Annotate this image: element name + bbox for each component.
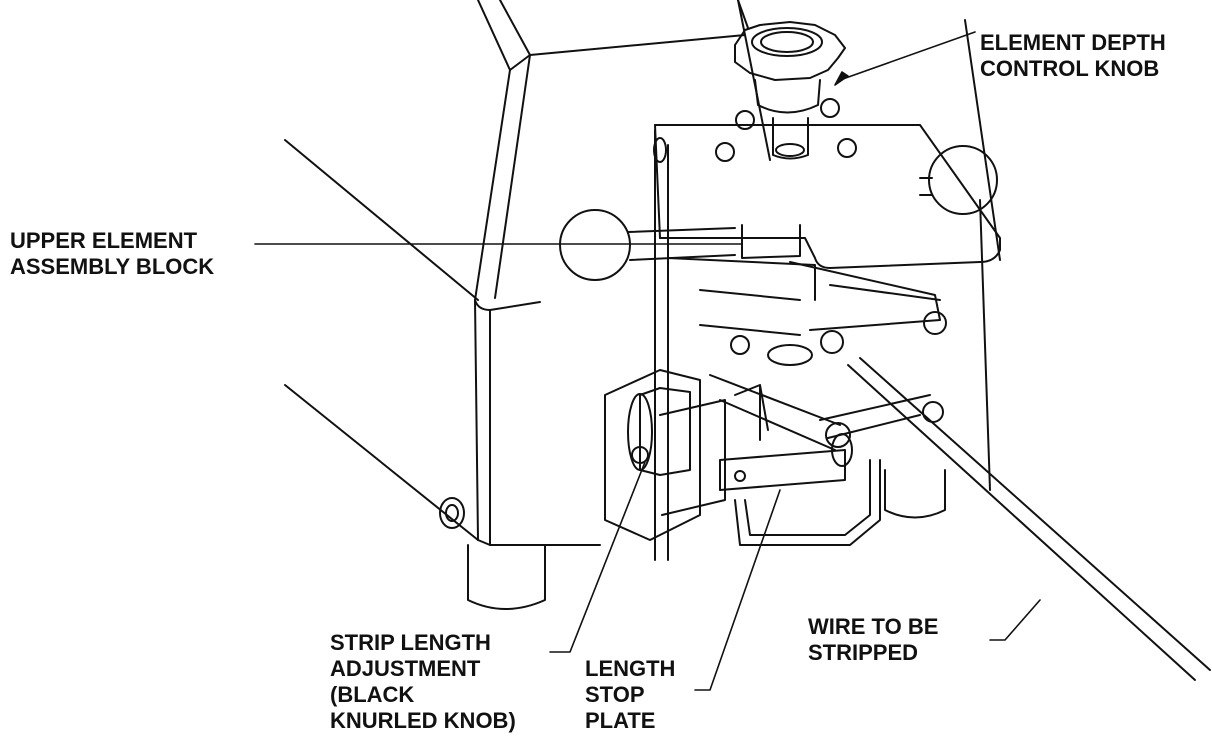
knob-set-screw [631,446,649,464]
upper-element-block [741,224,801,259]
leader-strip-length [549,461,646,653]
label-line: WIRE TO BE [808,614,939,639]
leader-depth-arrow [834,71,849,86]
leader-wire [989,599,1041,641]
knob-neck [754,79,821,114]
right-handle-rod [919,177,933,196]
label-length-stop-plate: LENGTH STOP PLATE [585,656,675,734]
slider-block [659,399,726,516]
bar-screw-4 [922,401,944,423]
label-upper-element-block: UPPER ELEMENT ASSEMBLY BLOCK [10,228,214,280]
bail-top [734,384,769,441]
label-line: CONTROL KNOB [980,56,1160,81]
label-line: STOP [585,682,645,707]
knob-knurled-cap [734,21,846,81]
top-screw-4 [837,138,857,158]
top-plate [654,98,1001,269]
label-element-depth-knob: ELEMENT DEPTH CONTROL KNOB [980,30,1166,82]
bar-screw-3 [825,422,851,448]
housing-right-edge [964,19,1001,261]
stop-plate-hole [734,470,746,482]
housing-front-left [474,69,511,301]
label-line: LENGTH [585,656,676,681]
frame-screw-upper [653,137,667,163]
knob-shaft [772,117,809,160]
upper-element-bar-top [829,284,941,301]
housing-bevel-left [477,0,511,71]
housing-base [477,539,601,546]
bail-bottom [734,459,881,546]
shaft-hole [775,143,805,157]
housing-front-left-inner [494,54,531,299]
leader-depth-knob [839,31,976,81]
side-panel-bottom-line [284,384,479,541]
left-handle-rod [627,227,736,261]
bar-screw-1 [820,330,844,354]
upper-guide [667,257,816,301]
housing [284,0,1001,610]
label-line: ELEMENT DEPTH [980,30,1166,55]
label-line: ASSEMBLY BLOCK [10,254,215,279]
middle-screw [730,335,750,355]
bail-bottom-inner [744,459,871,536]
side-panel-top-line [284,139,479,301]
middle-guide [699,289,801,336]
lower-hole [831,433,853,467]
side-bolt [439,497,465,529]
strip-length-mechanism [604,369,881,546]
leader-length-stop [694,489,781,691]
side-bolt-inner [445,504,459,522]
wire-bottom-edge [859,357,1211,671]
upper-element-bar [789,261,941,331]
knob-top-inner [760,31,814,53]
label-line: UPPER ELEMENT [10,228,198,253]
right-ball-handle [928,145,998,215]
housing-corner [474,299,541,311]
wire-top-edge [847,364,1196,681]
label-line: ADJUSTMENT [330,656,481,681]
top-screw-2 [820,98,840,118]
housing-bevel-inner [499,0,531,56]
label-line: KNURLED KNOB) [330,708,516,733]
housing-right-top [737,0,749,29]
top-screw-1 [735,110,755,130]
knob-top-face [751,27,823,57]
knob-face [627,393,653,471]
housing-top-edge [509,0,746,71]
strip-length-housing [604,369,701,541]
middle-hole [767,344,813,366]
bar-screw-2 [923,311,947,335]
label-line: STRIPPED [808,640,919,665]
top-plate-outline [654,124,1001,269]
foot-left [467,544,546,610]
leader-lines [254,31,1041,691]
wire [847,357,1211,681]
label-line: (BLACK [330,682,415,707]
foot-right [884,469,946,519]
ball-handles [559,145,998,281]
depth-knob [734,21,846,160]
housing-front-edge-outer [474,299,479,541]
label-wire-to-be-stripped: WIRE TO BE STRIPPED [808,614,938,666]
length-stop-plate [719,449,846,491]
housing-right-lower [979,199,991,491]
label-line: PLATE [585,708,656,733]
top-screw-3 [715,142,735,162]
lower-guide [709,374,841,451]
label-strip-length-adjustment: STRIP LENGTH ADJUSTMENT (BLACK KNURLED K… [330,630,516,734]
label-line: STRIP LENGTH [330,630,491,655]
left-ball-handle [559,209,631,281]
element-frame [653,129,947,561]
lower-element-bar [819,394,931,439]
